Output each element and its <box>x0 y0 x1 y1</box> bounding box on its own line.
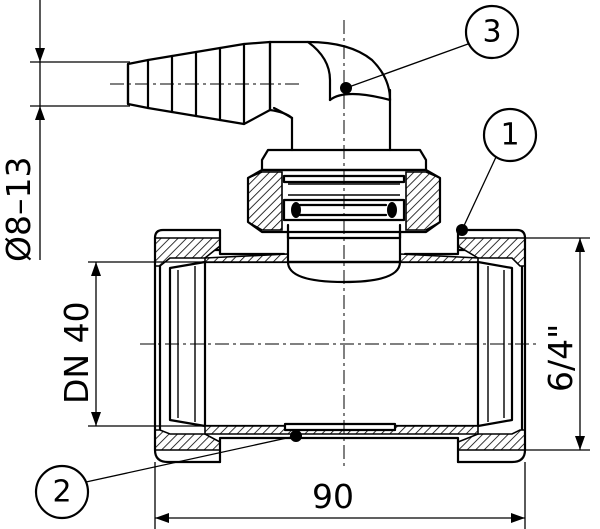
callout-2-dot <box>290 430 302 442</box>
dim-width: 90 <box>154 462 526 529</box>
dim-thread-size: 6/4" <box>525 237 590 451</box>
hose-diameter-label: Ø8–13 <box>0 157 38 262</box>
center-lines <box>110 20 540 470</box>
callout-1: 1 <box>456 107 538 236</box>
hose-elbow <box>126 40 392 126</box>
width-label: 90 <box>312 477 354 516</box>
thread-size-label: 6/4" <box>541 324 580 392</box>
callout-3-number: 3 <box>482 15 501 50</box>
fitting-body <box>153 228 527 464</box>
callout-2-number: 2 <box>52 475 71 510</box>
callout-2: 2 <box>34 430 302 520</box>
dim-nominal-diameter: DN 40 <box>57 261 205 427</box>
callout-1-dot <box>456 224 468 236</box>
dim-hose-diameter: Ø8–13 <box>0 0 130 262</box>
callout-1-number: 1 <box>500 118 519 153</box>
nominal-diameter-label: DN 40 <box>57 301 96 404</box>
callout-3: 3 <box>340 4 520 94</box>
callout-3-dot <box>340 82 352 94</box>
